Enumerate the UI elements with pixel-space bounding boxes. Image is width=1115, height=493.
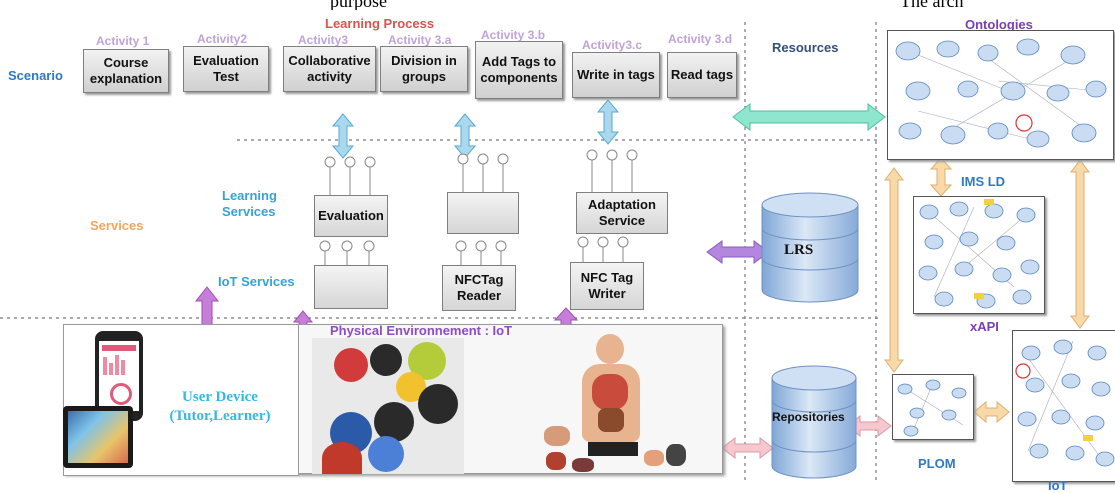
cropped-header-text: purpose The arch [0,0,1115,10]
activity-3c-box: Write in tags [572,52,660,98]
activity-2-box: Evaluation Test [183,46,269,92]
arrow-scenario-ontologies [732,102,886,132]
arrow-repositories-plom [846,414,892,438]
header-fragment-right: The arch [900,0,964,10]
header-fragment-left: purpose [330,0,387,10]
arrow-physical-repositories [721,436,774,460]
ontology-graph-plom [892,374,974,440]
arrow-scenario-evaluation [331,113,355,159]
pins-iot [319,236,629,265]
resources-title: Resources [772,40,839,55]
iot-service-blank [314,265,388,309]
activity-3b-box: Add Tags to components [475,41,563,99]
arrow-plom-iot [973,400,1010,424]
iot-services-label: IoT Services [218,274,295,289]
ontology-graph-top [887,30,1114,160]
activity-1-id: Activity 1 [96,34,150,48]
ims-ld-label: IMS LD [961,174,1006,189]
activity-3b-id: Activity 3.b [481,28,546,42]
arrow-ontologies-iot [1070,159,1090,329]
plom-label: PLOM [918,456,956,471]
iot-service-nfc-reader: NFCTag Reader [442,265,516,311]
activity-1-box: Course explanation [83,49,169,93]
activity-2-id: Activity2 [197,32,248,46]
activity-3-id: Activity3 [298,33,349,47]
arrow-ontologies-plom [884,167,904,373]
learning-service-blank [447,192,519,234]
tablet-icon [63,406,133,468]
iot-ontology-label: IoT [1048,478,1068,493]
services-label: Services [90,218,144,233]
anatomy-model-image [540,334,690,474]
iot-service-nfc-writer: NFC Tag Writer [570,262,644,310]
learning-process-title: Learning Process [325,16,435,31]
arrow-services-lrs [706,240,770,264]
ontology-graph-ims-ld [913,196,1045,314]
activity-3d-box: Read tags [667,52,737,98]
learning-service-adaptation: Adaptation Service [576,192,668,234]
learning-services-label: Learning Services [222,188,277,219]
user-device-label: User Device (Tutor,Learner) [169,389,271,424]
arrow-scenario-division [453,113,477,159]
pins-learning [324,149,638,195]
activity-3-box: Collaborative activity [283,46,376,92]
activity-3a-box: Division in groups [380,46,468,92]
arrow-scenario-adaptation [596,99,620,145]
arrow-ontologies-imsld [929,157,953,197]
lrs-database-icon [761,192,859,303]
activity-3d-id: Activity 3.d [668,32,733,46]
repositories-label: Repositories [772,410,845,424]
physical-environment-title: Physical Environnement : IoT [330,323,513,338]
scenario-label: Scenario [8,68,63,83]
nfc-tags-image [312,338,464,474]
ontologies-title: Ontologies [965,17,1033,32]
lrs-label: LRS [784,242,814,258]
learning-service-evaluation: Evaluation [314,195,388,237]
xapi-label: xAPI [970,319,999,334]
ontology-graph-iot [1012,330,1115,482]
repositories-database-icon [771,365,857,479]
activity-3a-id: Activity 3.a [388,33,452,47]
activity-3c-id: Activity3.c [582,38,643,52]
